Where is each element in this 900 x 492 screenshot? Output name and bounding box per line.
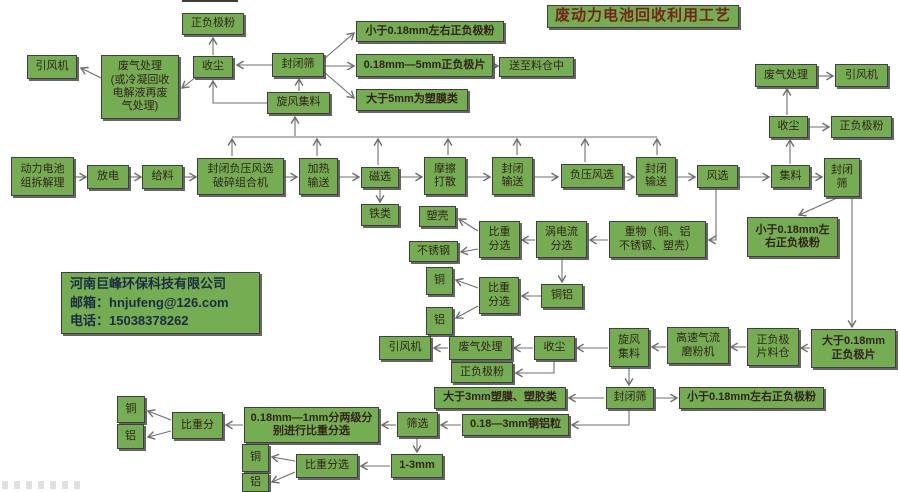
- node-sealed-crusher-combo: 封闭负压风选 破碎组合机: [197, 158, 284, 195]
- node-airflow-mill: 高速气流 磨粉机: [667, 327, 729, 364]
- node-sealed-sieve-right: 封闭 筛: [824, 158, 860, 197]
- node-1-3mm: 1-3mm: [391, 454, 443, 478]
- node-plastic-shell: 塑壳: [419, 206, 456, 227]
- node-dust-collect-topleft: 收尘: [193, 56, 233, 78]
- node-negative-pressure-wind: 负压风选: [561, 164, 623, 188]
- node-aluminum-3: 铝: [242, 473, 269, 492]
- company-phone: 电话：15038378262: [70, 313, 189, 329]
- node-send-to-silo: 送至料仓中: [499, 57, 574, 77]
- node-gravity-separation-1: 比重 分选: [479, 221, 520, 258]
- node-feeding: 给料: [142, 165, 183, 189]
- cropped-shape-edge: [182, 0, 238, 2]
- node-over-018mm-plates: 大于0.18mm 正负极片: [811, 329, 896, 368]
- company-email: 邮箱：hnjufeng@126.com: [70, 294, 229, 310]
- node-waste-gas-treatment-bottom: 废气处理: [449, 336, 512, 360]
- node-friction-scatter: 摩擦 打散: [424, 157, 466, 195]
- node-induced-fan-topleft: 引风机: [27, 55, 77, 79]
- node-gravity-separation-2: 比重 分选: [479, 277, 519, 314]
- node-sealed-conveying-2: 封闭 输送: [636, 157, 676, 195]
- node-heavy-materials: 重物（铜、铝 不锈钢、塑壳）: [609, 221, 706, 258]
- node-induced-fan-right: 引风机: [835, 64, 888, 87]
- node-electrode-powder-topleft: 正负极粉: [182, 13, 244, 35]
- node-over-5mm-film: 大于5mm为塑膜类: [356, 89, 468, 111]
- node-copper-aluminum: 铜铝: [541, 284, 583, 308]
- node-waste-gas-treatment-right: 废气处理: [755, 64, 817, 87]
- node-electrode-plate-silo: 正负极 片料仓: [747, 328, 799, 366]
- node-018-3mm-cu-al-particles: 0.18—3mm铜铝粒: [462, 414, 569, 436]
- node-under-018mm-powder-right: 小于0.18mm左 右正负极粉: [747, 217, 838, 257]
- node-discharge: 放电: [87, 165, 129, 189]
- node-battery-dismantle: 动力电池 组拆解理: [11, 157, 74, 196]
- node-sealed-sieve-topleft: 封闭筛: [272, 53, 324, 77]
- node-screening: 筛选: [397, 412, 438, 437]
- node-sealed-conveying-1: 封闭 输送: [492, 157, 533, 195]
- node-sealed-sieve-bottom: 封闭筛: [606, 387, 654, 409]
- node-cyclone-collector-bottom: 旋风 集料: [609, 328, 649, 367]
- node-gravity-separation-3: 比重分: [172, 412, 223, 439]
- company-name: 河南巨峰环保科技有限公司: [70, 275, 227, 291]
- node-over-3mm-film-plastic: 大于3mm塑膜、塑胶类: [434, 387, 566, 409]
- node-018-5mm-plates: 0.18mm—5mm正负极片: [356, 54, 493, 77]
- node-two-stage-gravity: 0.18mm—1mm分两级分 别进行比重分选: [244, 407, 379, 443]
- node-wind-separation: 风选: [697, 165, 738, 188]
- node-heated-conveying: 加热 输送: [299, 158, 338, 195]
- node-magnetic-separation: 磁选: [361, 167, 399, 188]
- node-under-018mm-powder-bottom: 小于0.18mm左右正负极粉: [679, 387, 824, 409]
- node-copper-3: 铜: [242, 444, 269, 472]
- node-electrode-powder-right: 正负极粉: [831, 116, 892, 138]
- node-dust-collect-right: 收尘: [769, 116, 808, 138]
- node-gravity-separation-4: 比重分选: [296, 454, 358, 478]
- node-stainless-steel: 不锈钢: [409, 241, 458, 262]
- node-electrode-powder-bottom: 正负极粉: [451, 362, 513, 383]
- page-footer-fragment: [2, 481, 80, 489]
- company-info-box: 河南巨峰环保科技有限公司 邮箱：hnjufeng@126.com 电话：1503…: [61, 272, 260, 334]
- node-cyclone-collector-topleft: 旋风集料: [267, 92, 330, 114]
- node-induced-fan-bottom: 引风机: [379, 336, 431, 360]
- node-aluminum-2: 铝: [117, 424, 144, 449]
- node-waste-gas-treatment-topleft: 废气处理 (或冷凝回收 电解液再废 气处理): [101, 55, 179, 119]
- node-aluminum-1: 铝: [426, 307, 453, 335]
- node-iron-output: 铁类: [361, 204, 399, 226]
- node-collector-right: 集料: [771, 165, 810, 188]
- node-dust-collect-bottom: 收尘: [534, 336, 575, 360]
- node-copper-2: 铜: [117, 396, 145, 423]
- node-copper-1: 铜: [426, 267, 453, 295]
- node-under-018mm-powder-top: 小于0.18mm左右正负极粉: [356, 21, 504, 42]
- diagram-title: 废动力电池回收利用工艺: [547, 5, 739, 28]
- node-eddy-current-separation: 涡电流 分选: [536, 221, 587, 258]
